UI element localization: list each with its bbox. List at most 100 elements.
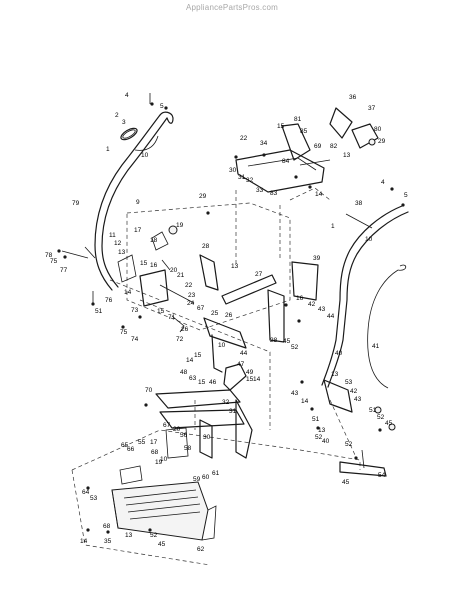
callout-66: 66 xyxy=(127,446,135,453)
callout-22: 22 xyxy=(240,135,248,142)
callout-25: 25 xyxy=(211,310,219,317)
callout-30: 30 xyxy=(203,434,211,441)
callout-5: 5 xyxy=(404,192,408,199)
callout-4: 4 xyxy=(125,92,129,99)
callout-45: 45 xyxy=(158,541,166,548)
callout-52: 52 xyxy=(377,414,385,421)
callout-71: 71 xyxy=(168,314,176,321)
callout-32: 32 xyxy=(246,177,254,184)
callout-61: 61 xyxy=(212,470,220,477)
callout-63: 63 xyxy=(189,375,197,382)
callout-21: 21 xyxy=(177,272,185,279)
callout-10: 10 xyxy=(218,342,226,349)
callout-43: 43 xyxy=(354,396,362,403)
callout-75: 75 xyxy=(50,258,58,265)
callout-10: 10 xyxy=(365,236,373,243)
callout-82: 82 xyxy=(330,143,338,150)
callout-22: 22 xyxy=(185,282,193,289)
callout-42: 42 xyxy=(350,388,358,395)
callout-15: 15 xyxy=(157,308,165,315)
callout-42: 42 xyxy=(308,301,316,308)
callout-51: 51 xyxy=(369,407,377,414)
callout-36: 36 xyxy=(349,94,357,101)
callout-47: 47 xyxy=(237,361,245,368)
callout-2: 2 xyxy=(115,112,119,119)
callout-33: 33 xyxy=(256,187,264,194)
callout-74: 74 xyxy=(131,336,139,343)
callout-13: 13 xyxy=(118,249,126,256)
callout-14: 14 xyxy=(186,357,194,364)
callout-13: 13 xyxy=(231,263,239,270)
callout-16: 16 xyxy=(150,262,158,269)
callout-68: 68 xyxy=(151,449,159,456)
callout-69: 69 xyxy=(314,143,322,150)
callout-52: 52 xyxy=(150,532,158,539)
callout-27: 27 xyxy=(255,271,263,278)
callout-59: 59 xyxy=(193,476,201,483)
callout-43: 43 xyxy=(291,390,299,397)
callout-73: 73 xyxy=(131,307,139,314)
callout-13: 13 xyxy=(125,532,133,539)
callout-28: 28 xyxy=(202,243,210,250)
callout-68: 68 xyxy=(103,523,111,530)
callout-17: 17 xyxy=(150,439,158,446)
callout-49: 49 xyxy=(246,369,254,376)
callout-31: 31 xyxy=(238,174,246,181)
callout-31: 31 xyxy=(229,408,237,415)
callout-79: 79 xyxy=(72,200,80,207)
callout-67: 67 xyxy=(163,422,171,429)
callout-15: 15 xyxy=(246,376,254,383)
callout-14: 14 xyxy=(253,376,261,383)
callout-1: 1 xyxy=(331,223,335,230)
callout-37: 37 xyxy=(368,105,376,112)
callout-35: 35 xyxy=(104,538,112,545)
callout-24: 24 xyxy=(187,300,195,307)
callout-44: 44 xyxy=(240,350,248,357)
callout-75: 75 xyxy=(120,329,128,336)
callout-26: 26 xyxy=(181,326,189,333)
assembly-guide-lines xyxy=(71,187,361,566)
callout-56: 56 xyxy=(180,432,188,439)
callout-80: 80 xyxy=(374,126,382,133)
hardware xyxy=(57,102,405,534)
callout-13: 13 xyxy=(331,371,339,378)
callout-30: 30 xyxy=(229,167,237,174)
callout-41: 41 xyxy=(372,343,380,350)
callout-85: 85 xyxy=(300,128,308,135)
callout-43: 43 xyxy=(318,306,326,313)
callout-40: 40 xyxy=(335,350,343,357)
callout-20: 20 xyxy=(170,267,178,274)
callout-52: 52 xyxy=(315,434,323,441)
callout-26: 26 xyxy=(225,312,233,319)
callout-29: 29 xyxy=(199,193,207,200)
callout-14: 14 xyxy=(80,538,88,545)
callout-52: 52 xyxy=(345,441,353,448)
callout-81: 81 xyxy=(294,116,302,123)
callout-53: 53 xyxy=(90,495,98,502)
callout-52: 52 xyxy=(291,344,299,351)
callout-45: 45 xyxy=(283,338,291,345)
callout-58: 58 xyxy=(184,445,192,452)
callout-55: 55 xyxy=(138,439,146,446)
callout-16: 16 xyxy=(296,295,304,302)
callout-84: 84 xyxy=(282,158,290,165)
callout-65: 65 xyxy=(121,442,129,449)
callout-70: 70 xyxy=(145,387,153,394)
callout-9: 9 xyxy=(136,199,140,206)
callout-64: 64 xyxy=(82,489,90,496)
callout-39: 39 xyxy=(313,255,321,262)
callout-60: 60 xyxy=(202,474,210,481)
callout-76: 76 xyxy=(105,297,113,304)
callout-10: 10 xyxy=(141,152,149,159)
callout-15: 15 xyxy=(194,352,202,359)
callout-38: 38 xyxy=(355,200,363,207)
callout-51: 51 xyxy=(95,308,103,315)
callout-19: 19 xyxy=(155,459,163,466)
callout-54: 54 xyxy=(378,472,386,479)
callout-78: 78 xyxy=(45,252,53,259)
upper-control-bracket xyxy=(235,107,379,193)
callout-72: 72 xyxy=(176,336,184,343)
right-handle-assembly xyxy=(291,205,409,431)
callout-34: 34 xyxy=(260,140,268,147)
